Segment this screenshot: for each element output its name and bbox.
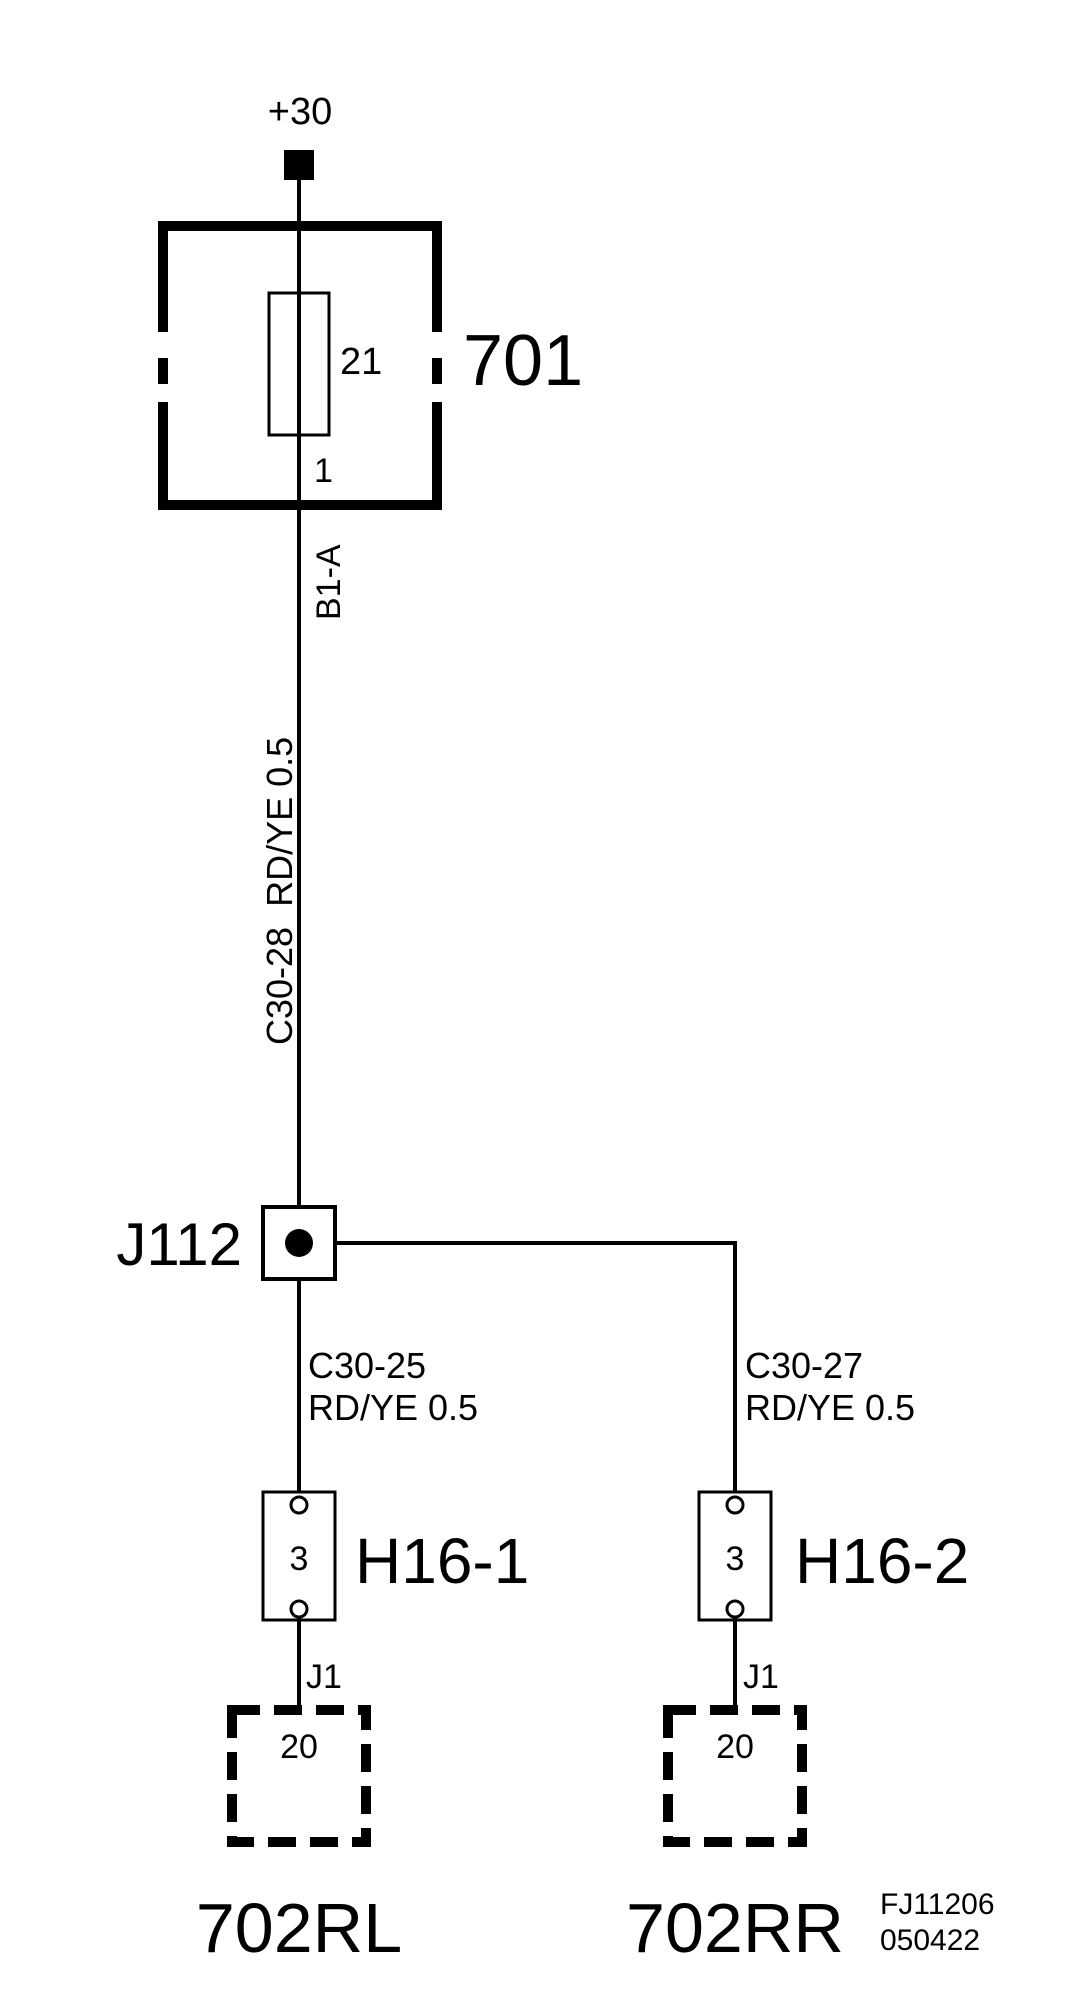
connector-h16-2-pin: 3 <box>726 1540 745 1578</box>
connector-h16-2-id: H16-2 <box>795 1525 969 1597</box>
right-wire-circuit: C30-27 <box>745 1345 863 1386</box>
connector-h16-2-bottom-pin <box>725 1599 745 1619</box>
left-term-label: J1 <box>306 1658 342 1696</box>
fuse-box-id: 701 <box>463 321 583 401</box>
junction-id: J112 <box>116 1211 242 1278</box>
connector-h16-2-top-pin <box>725 1495 745 1515</box>
module-702rr-pin: 20 <box>716 1728 754 1766</box>
fuse-number: 21 <box>340 341 382 383</box>
module-702rr <box>663 1705 807 1847</box>
connector-h16-1-top-pin <box>289 1495 309 1515</box>
drawing-ref-date: 050422 <box>880 1924 980 1957</box>
connector-h16-1-bottom-pin <box>289 1599 309 1619</box>
module-702rl <box>227 1705 371 1847</box>
junction-dot <box>285 1229 313 1257</box>
right-term-label: J1 <box>743 1658 779 1696</box>
module-702rl-pin: 20 <box>280 1728 318 1766</box>
wire-main-label: C30-28 RD/YE 0.5 <box>259 737 300 1045</box>
left-wire-spec: RD/YE 0.5 <box>308 1387 478 1428</box>
left-wire-circuit: C30-25 <box>308 1345 426 1386</box>
supply-terminal <box>284 150 314 180</box>
supply-label: +30 <box>268 91 332 133</box>
connector-h16-1-id: H16-1 <box>355 1525 529 1597</box>
fuse-pin: 1 <box>314 452 333 490</box>
drawing-ref-code: FJ11206 <box>880 1888 995 1921</box>
module-702rl-id: 702RL <box>196 1889 402 1967</box>
fuse-pin-label: B1-A <box>310 544 348 620</box>
module-702rr-id: 702RR <box>626 1889 844 1967</box>
connector-h16-1-pin: 3 <box>290 1540 309 1578</box>
right-wire-spec: RD/YE 0.5 <box>745 1387 915 1428</box>
